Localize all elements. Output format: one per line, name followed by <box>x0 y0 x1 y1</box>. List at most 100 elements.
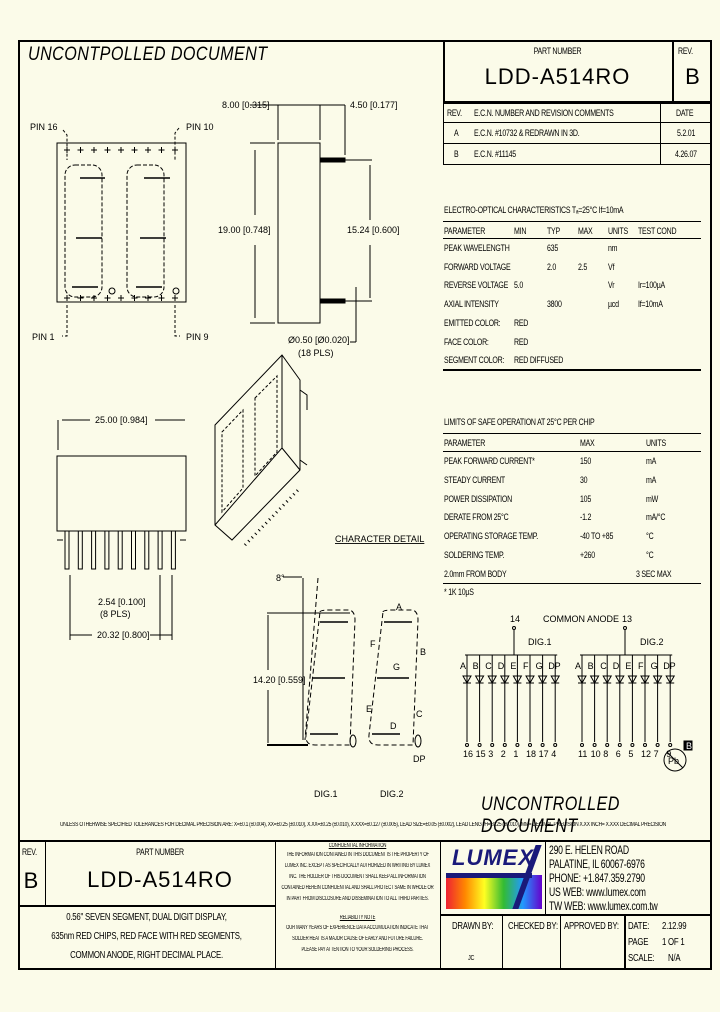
dimension-lines <box>250 104 372 343</box>
segment-label: F <box>523 661 529 671</box>
eo-cell: Vf <box>608 261 615 272</box>
rohs-mark: Pb <box>668 756 679 766</box>
pin-terminal <box>502 743 507 747</box>
eo-row-label: FACE COLOR: <box>444 336 489 347</box>
safe-cell: mA/°C <box>646 512 666 523</box>
pin-number: 6 <box>616 749 621 759</box>
char-dig2-label: DIG.2 <box>380 789 404 799</box>
eo-cell: 3800 <box>547 299 562 310</box>
safe-cell: -1.2 <box>580 512 592 523</box>
drawing-frame <box>18 40 712 970</box>
divider <box>443 122 712 123</box>
pin-terminal <box>605 743 610 747</box>
dim-pitch: 2.54 [0.100] <box>98 597 146 607</box>
front-view-body <box>56 142 187 303</box>
pin-terminal <box>580 743 584 747</box>
part-number: LDD-A514RO <box>484 64 631 89</box>
pin-terminal <box>465 743 469 747</box>
pin-number: 8 <box>603 749 608 759</box>
eo-row-label: PEAK WAVELENGTH <box>444 243 510 253</box>
divider <box>443 369 701 371</box>
safe-col-header: MAX <box>580 438 595 448</box>
pin-number: 16 <box>463 749 473 759</box>
seg-d-label: D <box>390 721 397 731</box>
drawn-by: JC <box>468 955 475 962</box>
revision-row-date: 5.2.01 <box>677 128 696 138</box>
segment-label: D <box>613 661 620 671</box>
bottom-view-pin <box>77 530 83 570</box>
pin-number: 12 <box>641 749 651 759</box>
bottom-view-pin <box>91 530 97 570</box>
drawn-by-label: DRAWN BY: <box>452 921 494 932</box>
diode-symbol <box>589 675 600 685</box>
pin-terminal <box>630 743 635 747</box>
pin-terminal <box>477 743 482 747</box>
pin-terminal <box>490 743 495 747</box>
divider <box>18 905 275 907</box>
divider <box>440 840 441 970</box>
dim-height: 19.00 [0.748] <box>218 225 271 235</box>
seg-e-label: E <box>366 704 372 714</box>
eo-col-header: PARAMETER <box>444 226 486 236</box>
diode-symbol <box>602 675 613 685</box>
revision-row-rev: B <box>454 149 459 159</box>
uncontrolled-document-stamp: UNCONTROLLED DOCUMENT <box>481 794 620 837</box>
divider <box>275 840 276 970</box>
safe-cell: mA <box>646 456 657 466</box>
eo-cell: 2.0 <box>547 261 557 272</box>
safe-row-label: DERATE FROM 25°C <box>444 512 509 523</box>
bottom-view-body <box>56 455 187 532</box>
character-detail-label: CHARACTER DETAIL <box>335 534 424 544</box>
safe-row-label: SOLDERING TEMP. <box>444 550 505 560</box>
approved-by-label: APPROVED BY: <box>564 921 619 932</box>
pin-number: 10 <box>591 749 601 759</box>
address-line: 290 E. HELEN ROAD <box>549 843 629 857</box>
revision-row-comment: E.C.N. #10732 & REDRAWN IN 3D. <box>474 128 580 138</box>
safe-col-header: UNITS <box>646 438 666 448</box>
bottom-view-pin <box>144 530 150 570</box>
checked-by-label: CHECKED BY: <box>508 921 558 932</box>
diode-symbol <box>525 675 535 685</box>
dim-span: 20.32 [0.800] <box>97 630 150 640</box>
eo-row-label: SEGMENT COLOR: <box>444 355 505 366</box>
leader-line <box>174 127 180 160</box>
eo-col-header: TYP <box>547 226 560 236</box>
segment-label: B <box>473 661 479 671</box>
anode1-pin: 14 <box>510 614 520 624</box>
title-block-divider <box>672 40 674 103</box>
description-line: 0.56" SEVEN SEGMENT, DUAL DIGIT DISPLAY, <box>66 912 227 923</box>
address-line: TW WEB: www.lumex.com.tw <box>549 899 658 913</box>
description-line: 635nm RED CHIPS, RED FACE WITH RED SEGME… <box>51 931 242 942</box>
segment-label: E <box>510 661 516 671</box>
eo-cell: Ir=100µA <box>638 280 665 291</box>
diode-symbol <box>550 675 561 685</box>
rev-col-header: REV. <box>447 108 462 118</box>
bottom-view-pins <box>57 530 186 570</box>
pin-number: 15 <box>476 749 486 759</box>
eo-cell: RED <box>514 317 529 328</box>
pin-terminal <box>515 743 520 747</box>
circuit-diagram: A16B15C3D2E1F18G17DP4A11B10C8D6E5F12G7DP… <box>460 626 676 759</box>
pin-number: 3 <box>488 749 493 759</box>
segment-label: E <box>625 661 631 671</box>
revision-row-comment: E.C.N. #11145 <box>474 149 516 159</box>
logo-bar <box>446 873 532 878</box>
segment-lines <box>72 177 170 288</box>
safe-cell: 30 <box>580 474 588 485</box>
eo-col-header: MAX <box>578 226 593 236</box>
digit-outlines <box>64 164 165 298</box>
segment-label: DP <box>663 661 676 671</box>
segment-label: F <box>638 661 644 671</box>
part-number-label: PART NUMBER <box>533 46 582 56</box>
eo-cell: If=10mA <box>638 299 663 310</box>
dim-pin-length: 4.50 [0.177] <box>350 100 398 110</box>
reliability-title: RELIABILITY NOTE <box>339 915 376 921</box>
circuit-dig1: DIG.1 <box>528 637 552 647</box>
divider <box>443 238 701 239</box>
safe-title: LIMITS OF SAFE OPERATION AT 25°C PER CHI… <box>444 417 595 427</box>
confidential-line: INC. THE HOLDER OF THIS DOCUMENT SHALL K… <box>289 874 426 880</box>
eo-title: ELECTRO-OPTICAL CHARACTERISTICS Tₐ=25°C … <box>444 205 624 215</box>
reliability-line: OUR MANY YEARS OF EXPERIENCE DATA ACCUMU… <box>286 925 429 931</box>
pin-number: 4 <box>551 749 556 759</box>
segment-label: A <box>575 661 581 671</box>
